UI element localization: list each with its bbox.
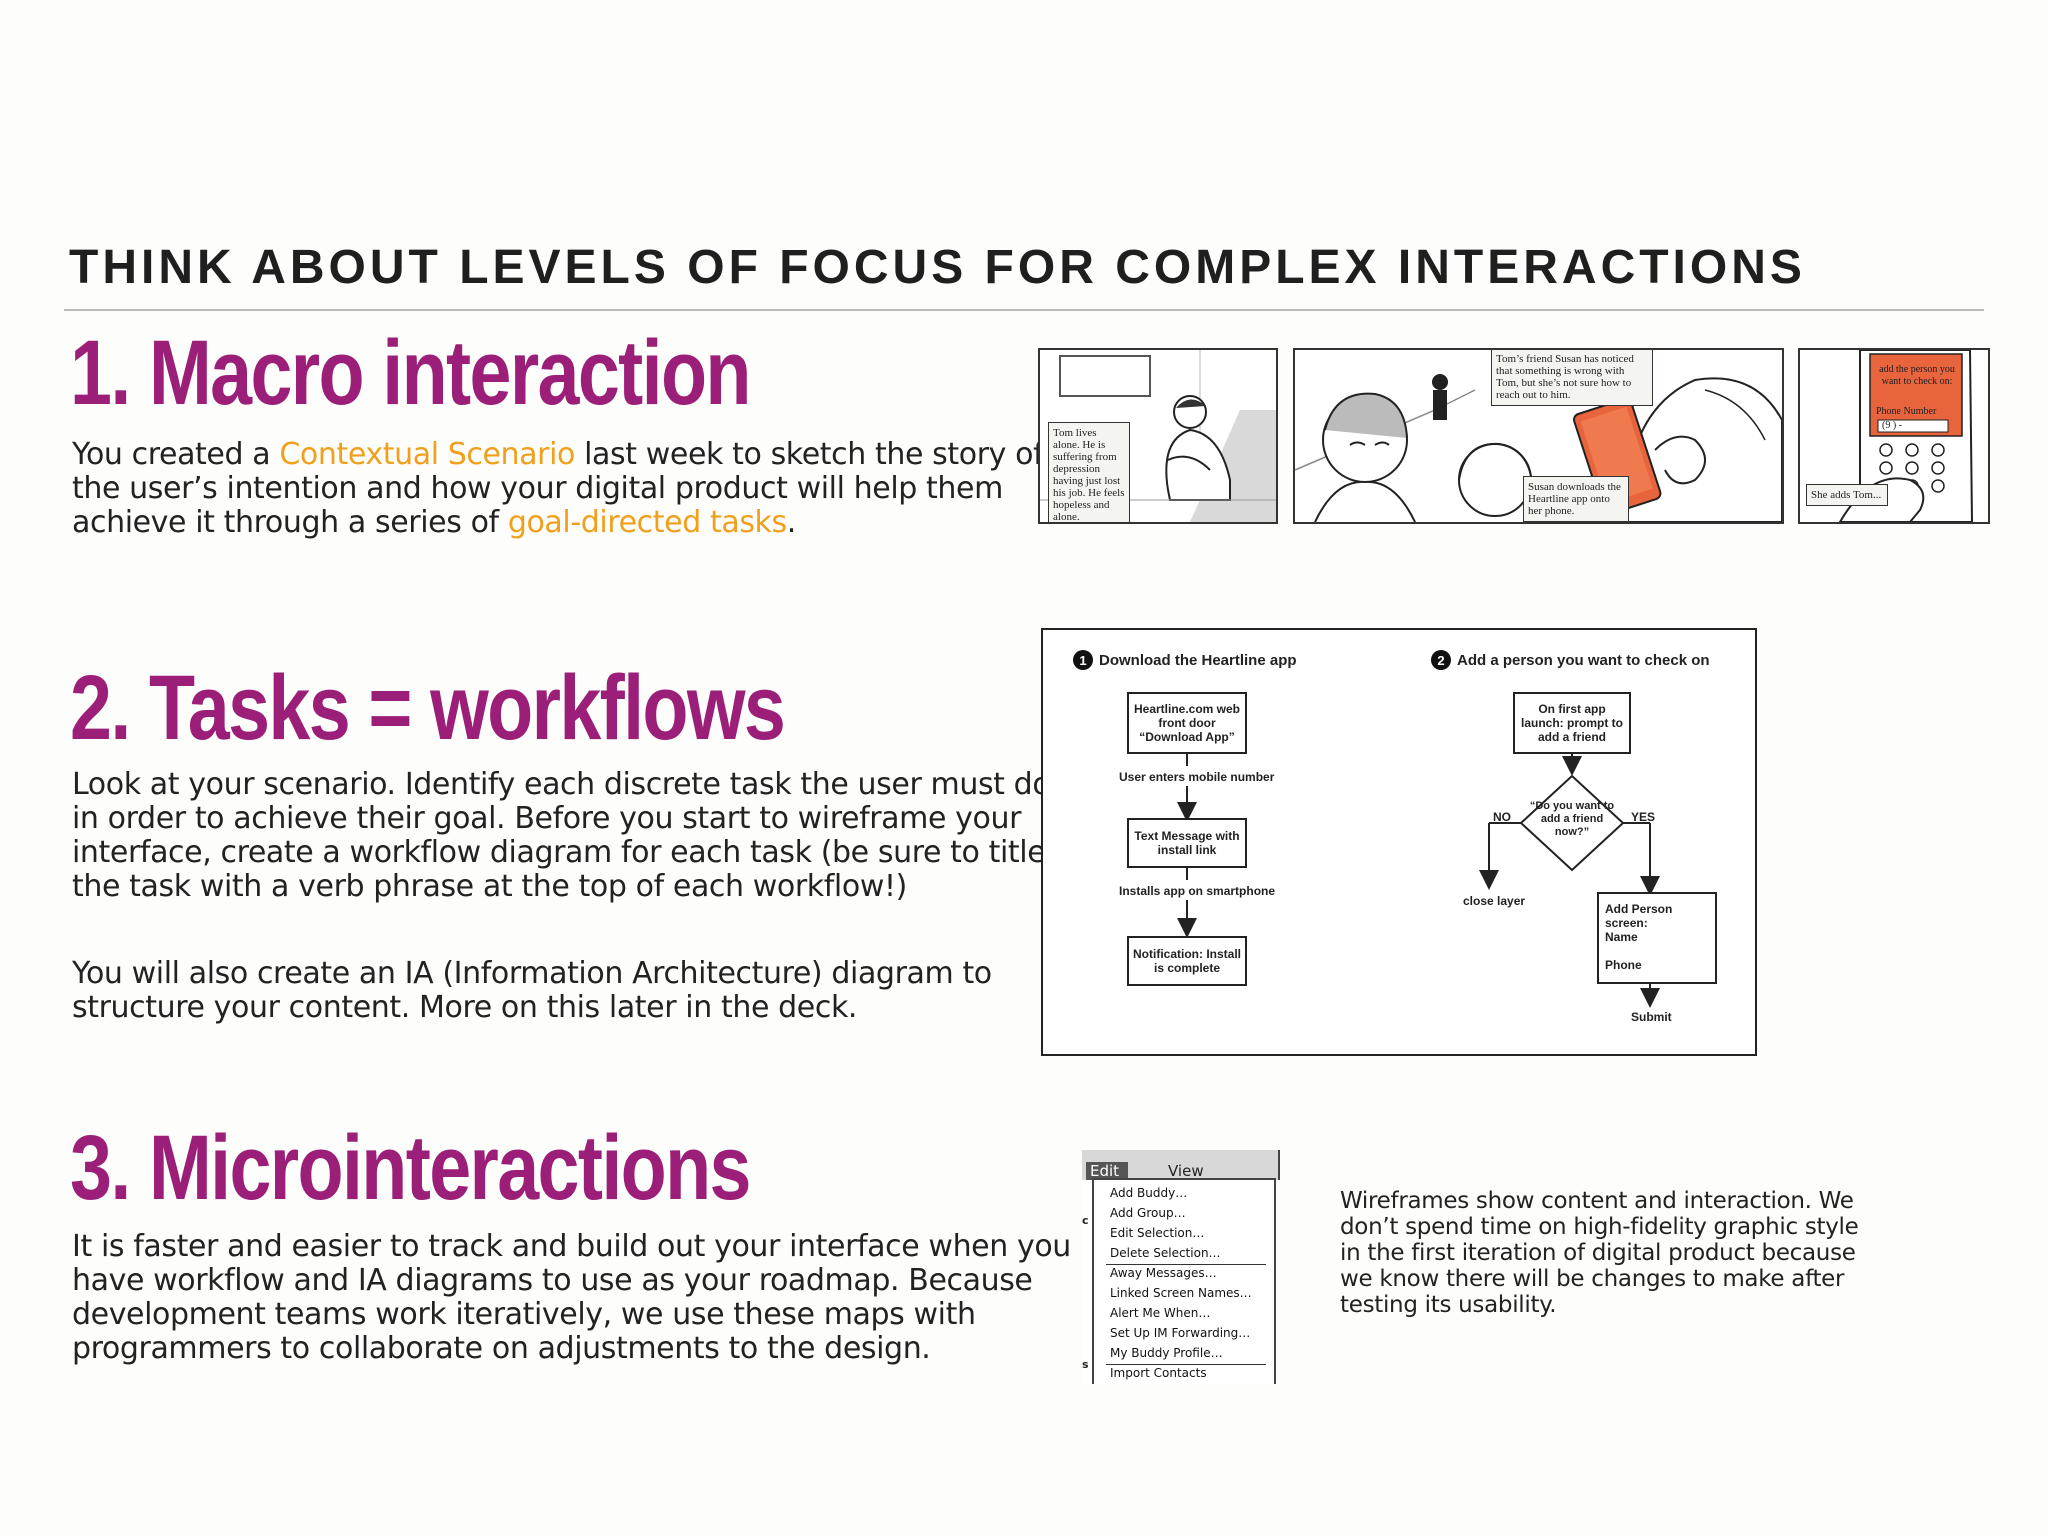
phone-number-field: (9 ) -: [1882, 420, 1902, 431]
menu-item-away-messages[interactable]: Away Messages…: [1110, 1266, 1217, 1280]
storyboard: Tom lives alone. He is suffering from de…: [1038, 348, 1990, 524]
title-divider: [64, 309, 1984, 311]
storyboard-caption-4: She adds Tom...: [1806, 484, 1888, 506]
step-1-badge: 1: [1073, 650, 1093, 670]
goal-directed-tasks-highlight: goal-directed tasks: [507, 505, 787, 540]
section3-heading: 3. Microinteractions: [70, 1117, 752, 1219]
menu-left-gutter: c s: [1082, 1180, 1092, 1384]
storyboard-panel-3: add the person you want to check on: Pho…: [1798, 348, 1990, 524]
section2-heading: 2. Tasks = workflows: [70, 657, 786, 759]
add-person-screen-title: Add Person screen:: [1605, 902, 1673, 930]
add-person-phone-field: Phone: [1605, 958, 1642, 972]
section2-paragraph-2: You will also create an IA (Information …: [72, 956, 992, 1025]
notification-box: Notification: Install is complete: [1127, 936, 1247, 986]
contextual-scenario-highlight: Contextual Scenario: [279, 437, 575, 472]
task2-title: Add a person you want to check on: [1457, 651, 1710, 669]
workflow-diagram: 1 Download the Heartline app 2 Add a per…: [1041, 628, 1757, 1056]
menu-item-im-forwarding[interactable]: Set Up IM Forwarding…: [1110, 1326, 1251, 1340]
menu-item-linked-screen-names[interactable]: Linked Screen Names…: [1110, 1286, 1252, 1300]
menu-item-add-group[interactable]: Add Group…: [1110, 1206, 1186, 1220]
wireframe-note: Wireframes show content and interaction.…: [1340, 1188, 1859, 1318]
menu-item-delete-selection[interactable]: Delete Selection…: [1110, 1246, 1221, 1260]
storyboard-caption-1: Tom lives alone. He is suffering from de…: [1048, 422, 1130, 522]
workflow-connectors: [1177, 754, 1660, 1008]
section1-text: You created a Contextual Scenario last w…: [72, 438, 1052, 540]
phone-prompt-text: add the person you want to check on:: [1879, 364, 1955, 387]
section2-paragraph-1: Look at your scenario. Identify each dis…: [72, 767, 1051, 904]
first-launch-box: On first app launch: prompt to add a fri…: [1513, 692, 1631, 754]
menu-view[interactable]: View: [1168, 1162, 1204, 1180]
section1-heading: 1. Macro interaction: [70, 322, 752, 424]
task2-heading: 2 Add a person you want to check on: [1431, 650, 1710, 670]
storyboard-panel-2: Tom’s friend Susan has noticed that some…: [1293, 348, 1784, 524]
phone-number-label: Phone Number: [1876, 406, 1937, 417]
menu-separator: [1106, 1264, 1266, 1265]
decision-text: “Do you want to add a friend now?”: [1529, 800, 1615, 838]
section1-text-c: .: [786, 505, 797, 540]
task1-title: Download the Heartline app: [1099, 651, 1297, 669]
close-layer-label: close layer: [1463, 894, 1526, 908]
menu-wireframe: Edit View c s Add Buddy… Add Group… Edit…: [1082, 1150, 1282, 1384]
step-2-badge: 2: [1431, 650, 1451, 670]
decision-yes-label: YES: [1631, 810, 1656, 824]
menu-edit[interactable]: Edit: [1086, 1162, 1128, 1182]
add-person-screen-box: Add Person screen: Name Phone: [1597, 892, 1717, 984]
menu-item-edit-selection[interactable]: Edit Selection…: [1110, 1226, 1205, 1240]
storyboard-panel-1: Tom lives alone. He is suffering from de…: [1038, 348, 1278, 524]
submit-label: Submit: [1631, 1010, 1672, 1024]
enter-mobile-label: User enters mobile number: [1119, 770, 1275, 784]
install-app-label: Installs app on smartphone: [1119, 884, 1276, 898]
menu-item-add-buddy[interactable]: Add Buddy…: [1110, 1186, 1188, 1200]
storyboard-caption-2: Tom’s friend Susan has noticed that some…: [1491, 350, 1653, 406]
susan-notices-illustration: [1295, 374, 1782, 522]
menu-item-alert-me-when[interactable]: Alert Me When…: [1110, 1306, 1211, 1320]
phone-add-tom-illustration: [1838, 350, 1974, 522]
menu-item-import-contacts[interactable]: Import Contacts: [1110, 1366, 1207, 1380]
section1-text-a: You created a: [72, 437, 280, 472]
add-person-name-field: Name: [1605, 930, 1638, 944]
menu-separator: [1106, 1364, 1266, 1365]
tom-alone-illustration: [1040, 350, 1276, 522]
task1-heading: 1 Download the Heartline app: [1073, 650, 1297, 670]
section1-text-b: last week to sketch the story of the use…: [72, 437, 1044, 540]
storyboard-caption-3: Susan downloads the Heartline app onto h…: [1523, 476, 1629, 522]
menu-item-buddy-profile[interactable]: My Buddy Profile…: [1110, 1346, 1223, 1360]
section3-paragraph: It is faster and easier to track and bui…: [72, 1229, 1071, 1366]
heartline-download-box: Heartline.com web front door “Download A…: [1127, 692, 1247, 754]
edit-dropdown: Add Buddy… Add Group… Edit Selection… De…: [1092, 1178, 1276, 1384]
decision-no-label: NO: [1493, 810, 1511, 824]
slide-title: THINK ABOUT LEVELS OF FOCUS FOR COMPLEX …: [69, 241, 1806, 294]
text-message-box: Text Message with install link: [1127, 818, 1247, 868]
